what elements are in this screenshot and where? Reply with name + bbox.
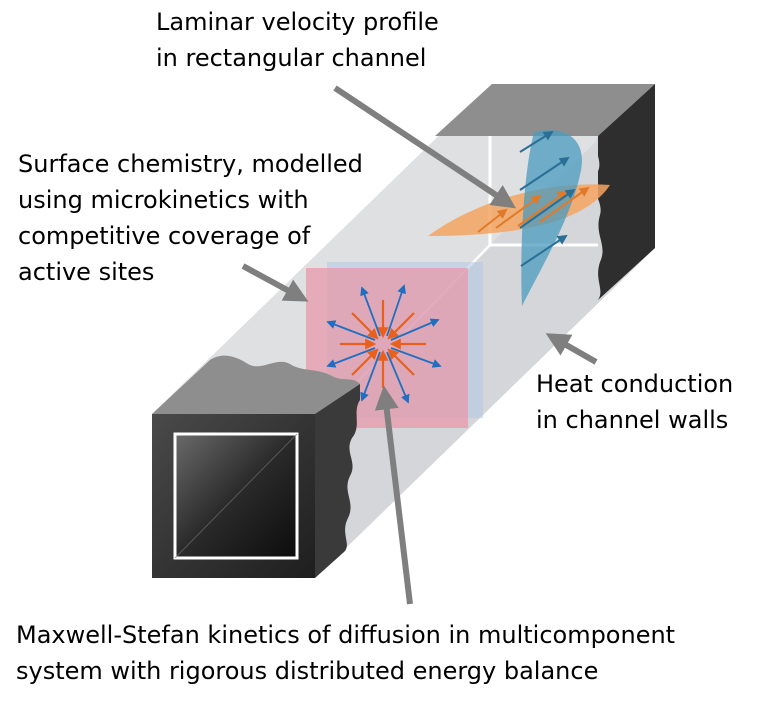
label-line: active sites bbox=[18, 258, 155, 286]
surface-chemistry-label: Surface chemistry, modelled using microk… bbox=[18, 146, 363, 290]
label-line: Laminar velocity profile bbox=[156, 8, 439, 36]
front-wall-segment bbox=[152, 355, 360, 578]
label-line: using microkinetics with bbox=[18, 186, 309, 214]
label-line: competitive coverage of bbox=[18, 222, 311, 250]
label-line: system with rigorous distributed energy … bbox=[16, 657, 599, 685]
front-wall-side bbox=[315, 384, 360, 578]
back-wall-segment bbox=[435, 84, 655, 300]
pointer-arrows bbox=[241, 85, 598, 605]
velocity-profile bbox=[428, 129, 610, 306]
velocity-profile-label: Laminar velocity profile in rectangular … bbox=[156, 4, 439, 76]
velocity-pointer-arrow bbox=[333, 85, 516, 209]
diffusion-arrows bbox=[326, 284, 442, 404]
heat-conduction-label: Heat conduction in channel walls bbox=[536, 366, 733, 438]
heat-pointer-arrow bbox=[545, 333, 598, 365]
inward-orange-arrows bbox=[340, 300, 426, 388]
surface-pointer-arrow bbox=[241, 263, 309, 302]
label-line: Maxwell-Stefan kinetics of diffusion in … bbox=[16, 621, 676, 649]
opening-diagonal bbox=[174, 433, 298, 559]
outward-blue-arrows bbox=[326, 284, 442, 404]
label-line: in rectangular channel bbox=[156, 44, 427, 72]
label-line: in channel walls bbox=[536, 406, 729, 434]
velocity-profile-vertical bbox=[521, 129, 582, 306]
label-line: Surface chemistry, modelled bbox=[18, 150, 363, 178]
front-wall-top bbox=[152, 355, 360, 414]
diffusion-pointer-arrow bbox=[374, 385, 413, 605]
label-line: Heat conduction bbox=[536, 370, 734, 398]
diffusion-label: Maxwell-Stefan kinetics of diffusion in … bbox=[16, 617, 675, 689]
